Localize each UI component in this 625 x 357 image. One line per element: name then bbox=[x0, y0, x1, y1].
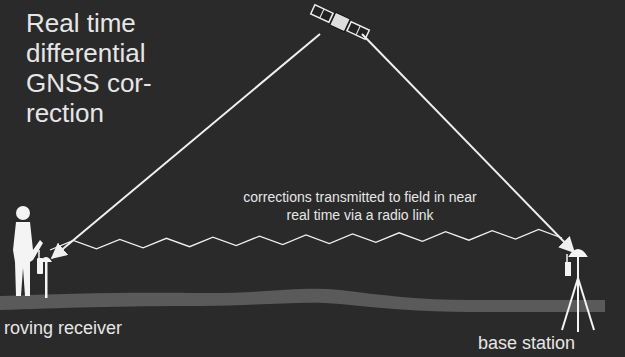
ground bbox=[0, 289, 605, 312]
rover-label: roving receiver bbox=[4, 318, 122, 339]
radio-link-label: corrections transmitted to field in near… bbox=[240, 188, 480, 224]
rover-surveyor bbox=[13, 206, 52, 298]
base-station-tripod bbox=[562, 250, 594, 332]
base-label: base station bbox=[478, 333, 575, 354]
radio-link bbox=[50, 230, 562, 251]
diagram-title: Real time differential GNSS cor- rection bbox=[26, 8, 204, 128]
